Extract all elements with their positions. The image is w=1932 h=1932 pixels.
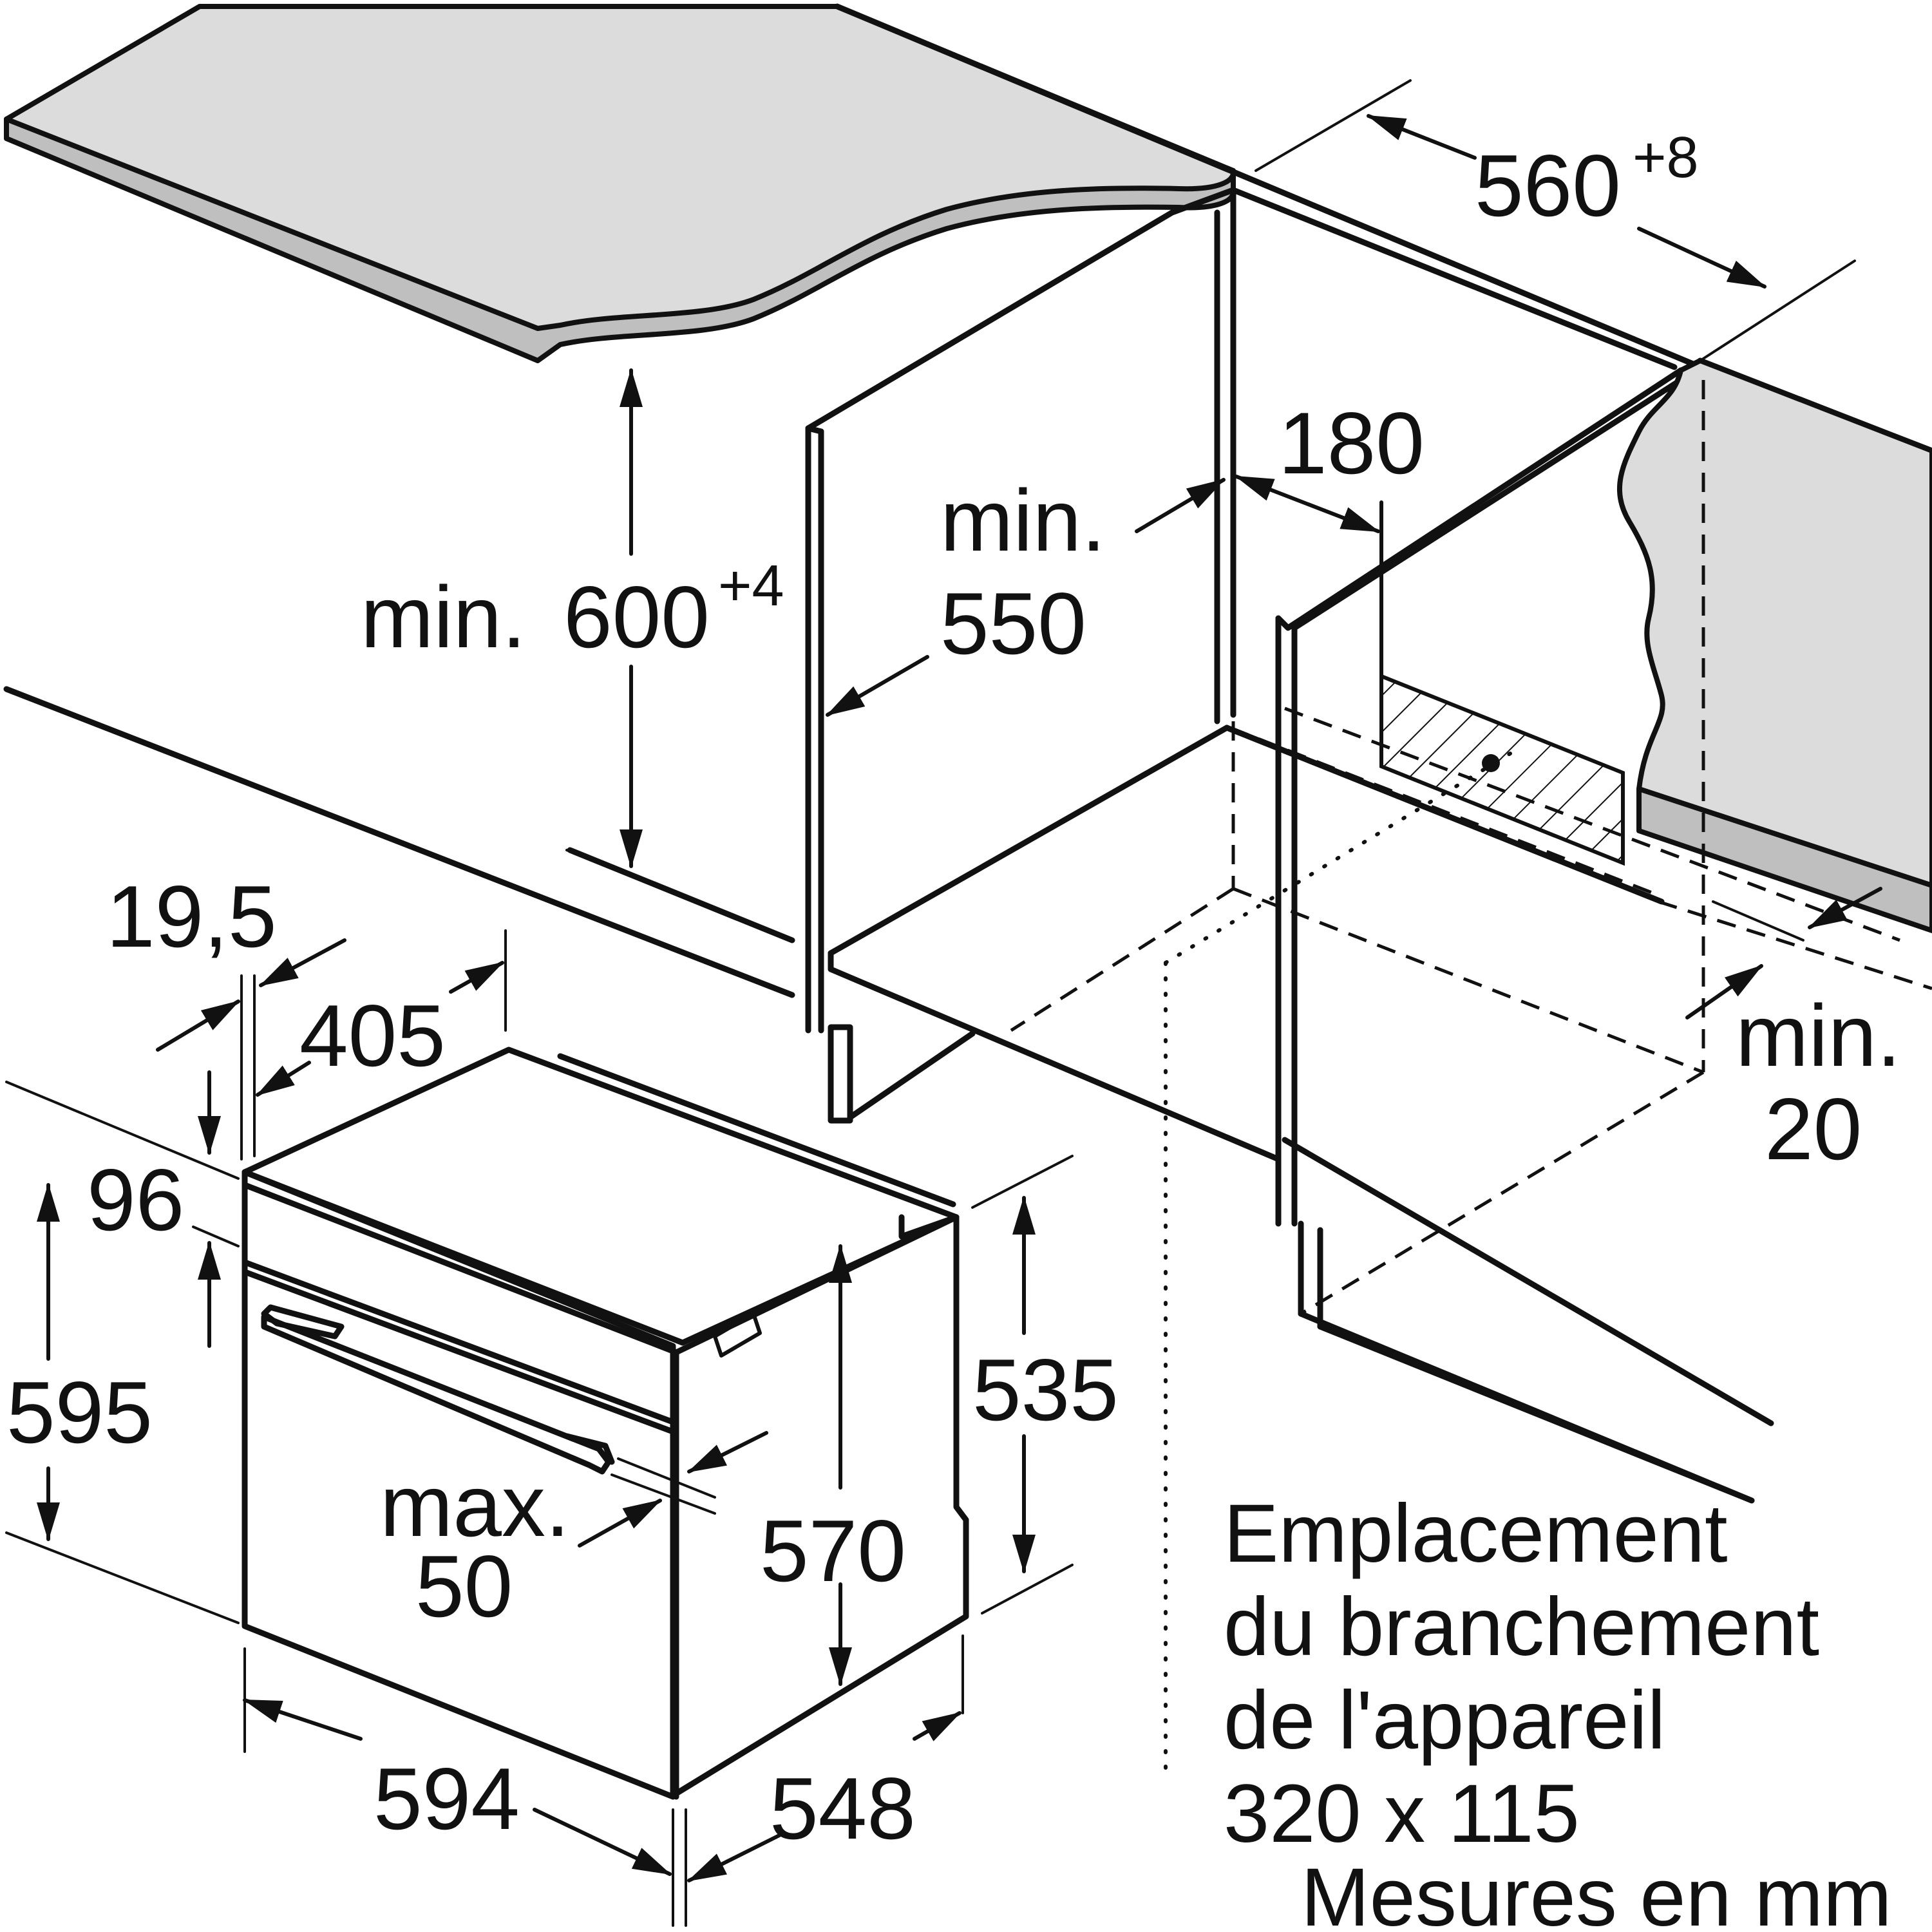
- note-line-4: 320 x 115: [1224, 1768, 1580, 1860]
- dim-560-tolerance: +8: [1633, 126, 1699, 190]
- dim-600-label: 600: [564, 568, 710, 666]
- dim-96-label: 96: [87, 1151, 184, 1249]
- dimension-labels: 560 +8 min. 600 +4 min. 550 180 min. 20 …: [6, 126, 1901, 1857]
- dim-180-label: 180: [1278, 394, 1425, 492]
- dim-600-tolerance: +4: [718, 554, 784, 618]
- dim-594-label: 594: [374, 1750, 520, 1848]
- note-line-3: de l'appareil: [1224, 1674, 1665, 1766]
- dim-548-label: 548: [770, 1759, 916, 1857]
- dim-550-label: 550: [940, 574, 1086, 672]
- installation-niche: [3, 3, 1932, 1504]
- units-footer: Mesures en mm: [1301, 1852, 1892, 1932]
- dim-19-5-label: 19,5: [106, 867, 277, 965]
- oven: [242, 1046, 969, 1800]
- connection-zone: [1379, 500, 1625, 866]
- dim-20-label: 20: [1765, 1080, 1862, 1178]
- dim-max-prefix: max.: [380, 1457, 570, 1555]
- worktop: [4, 4, 1236, 363]
- dim-535-label: 535: [972, 1341, 1119, 1439]
- dimension-lines: [5, 79, 1882, 1927]
- dim-570-label: 570: [760, 1502, 906, 1600]
- dim-600-prefix: min.: [361, 568, 526, 666]
- dim-595-label: 595: [6, 1363, 153, 1461]
- dim-560-label: 560: [1475, 137, 1621, 234]
- dim-405-label: 405: [299, 987, 446, 1084]
- dim-550-prefix: min.: [940, 471, 1106, 569]
- note-line-2: du branchement: [1224, 1581, 1819, 1673]
- connection-note: Emplacement du branchement de l'appareil…: [1224, 1488, 1819, 1860]
- dim-50-label: 50: [415, 1537, 513, 1635]
- dim-20-prefix: min.: [1736, 987, 1901, 1084]
- note-line-1: Emplacement: [1224, 1488, 1728, 1580]
